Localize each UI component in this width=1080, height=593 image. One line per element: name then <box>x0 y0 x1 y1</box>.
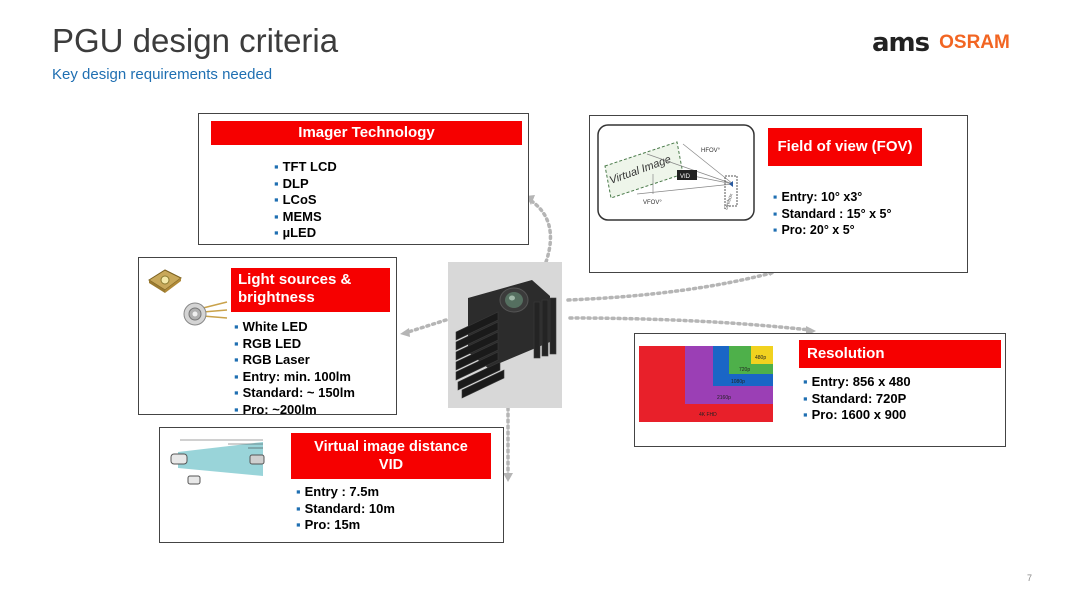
arrow-to-fov <box>566 270 777 302</box>
resolution-label-1080: 1080p <box>731 379 745 385</box>
list-item: TFT LCD <box>274 159 337 176</box>
list-item: Entry: min. 100lm <box>234 369 355 386</box>
fov-diagram: Virtual Image VID HFOV° VFOV° Eyebox <box>597 124 755 221</box>
fov-heading: Field of view (FOV) <box>768 128 922 166</box>
fov-list: Entry: 10° x3° Standard : 15° x 5° Pro: … <box>773 189 891 239</box>
list-item: DLP <box>274 176 337 193</box>
vid-card: Virtual image distance VID Entry : 7.5m … <box>159 427 504 543</box>
vid-list: Entry : 7.5m Standard: 10m Pro: 15m <box>296 484 395 534</box>
list-item: Entry : 7.5m <box>296 484 395 501</box>
list-item: Standard : 15° x 5° <box>773 206 891 223</box>
arrow-to-resolution <box>568 316 812 332</box>
list-item: Standard: ~ 150lm <box>234 385 355 402</box>
osram-logo-text: OSRAM <box>939 32 1010 53</box>
vid-label: VID <box>680 174 691 180</box>
company-logo: ams OSRAM <box>872 28 1010 58</box>
list-item: RGB LED <box>234 336 355 353</box>
list-item: Standard: 10m <box>296 501 395 518</box>
vfov-label: VFOV° <box>643 200 662 206</box>
page-subtitle: Key design requirements needed <box>52 66 273 83</box>
eyebox-label: Eyebox <box>723 192 735 210</box>
laser-diode-image <box>183 301 228 326</box>
arrowhead-vid <box>503 473 513 482</box>
resolution-diagram: 480p 720p 1080p 2160p 4K FHD <box>639 346 773 422</box>
list-item: RGB Laser <box>234 352 355 369</box>
led-chip-image <box>148 269 182 293</box>
resolution-label-720: 720p <box>739 367 750 373</box>
light-sources-card: Light sources & brightness White LED RGB… <box>138 257 397 418</box>
list-item: Pro: 1600 x 900 <box>803 407 911 424</box>
list-item: LCoS <box>274 192 337 209</box>
resolution-label-4k: 4K FHD <box>699 412 717 418</box>
list-item: White LED <box>234 319 355 336</box>
list-item: Pro: 20° x 5° <box>773 222 891 239</box>
page-title: PGU design criteria <box>52 22 339 59</box>
resolution-label-2160: 2160p <box>717 395 731 401</box>
arrowhead-light <box>400 328 410 337</box>
list-item: Entry: 10° x3° <box>773 189 891 206</box>
list-item: Entry: 856 x 480 <box>803 374 911 391</box>
vid-road-diagram <box>168 436 276 488</box>
list-item: Standard: 720P <box>803 391 911 408</box>
pgu-product-image <box>448 262 562 408</box>
eye-icon <box>729 181 733 187</box>
arrow-to-imager <box>528 198 553 264</box>
car-icon <box>170 453 188 465</box>
list-item: Pro: ~200lm <box>234 402 355 419</box>
resolution-card: 480p 720p 1080p 2160p 4K FHD Resolution … <box>634 333 1006 447</box>
light-sources-heading: Light sources & brightness <box>231 268 390 312</box>
list-item: µLED <box>274 225 337 242</box>
ams-logo-text: ams <box>872 28 930 58</box>
hfov-label: HFOV° <box>701 148 721 154</box>
imager-technology-heading: Imager Technology <box>211 121 522 145</box>
arrow-to-light <box>403 318 448 335</box>
imager-technology-list: TFT LCD DLP LCoS MEMS µLED <box>274 159 337 242</box>
resolution-heading: Resolution <box>799 340 1001 368</box>
resolution-list: Entry: 856 x 480 Standard: 720P Pro: 160… <box>803 374 911 424</box>
resolution-label-480: 480p <box>755 355 766 361</box>
page-number: 7 <box>1026 573 1032 583</box>
vid-heading: Virtual image distance VID <box>291 433 491 479</box>
list-item: MEMS <box>274 209 337 226</box>
pgu-heatsink-drawing <box>448 262 562 408</box>
fov-card: Virtual Image VID HFOV° VFOV° Eyebox Fie… <box>589 115 968 273</box>
list-item: Pro: 15m <box>296 517 395 534</box>
light-sources-list: White LED RGB LED RGB Laser Entry: min. … <box>234 319 355 418</box>
imager-technology-card: Imager Technology TFT LCD DLP LCoS MEMS … <box>198 113 529 245</box>
